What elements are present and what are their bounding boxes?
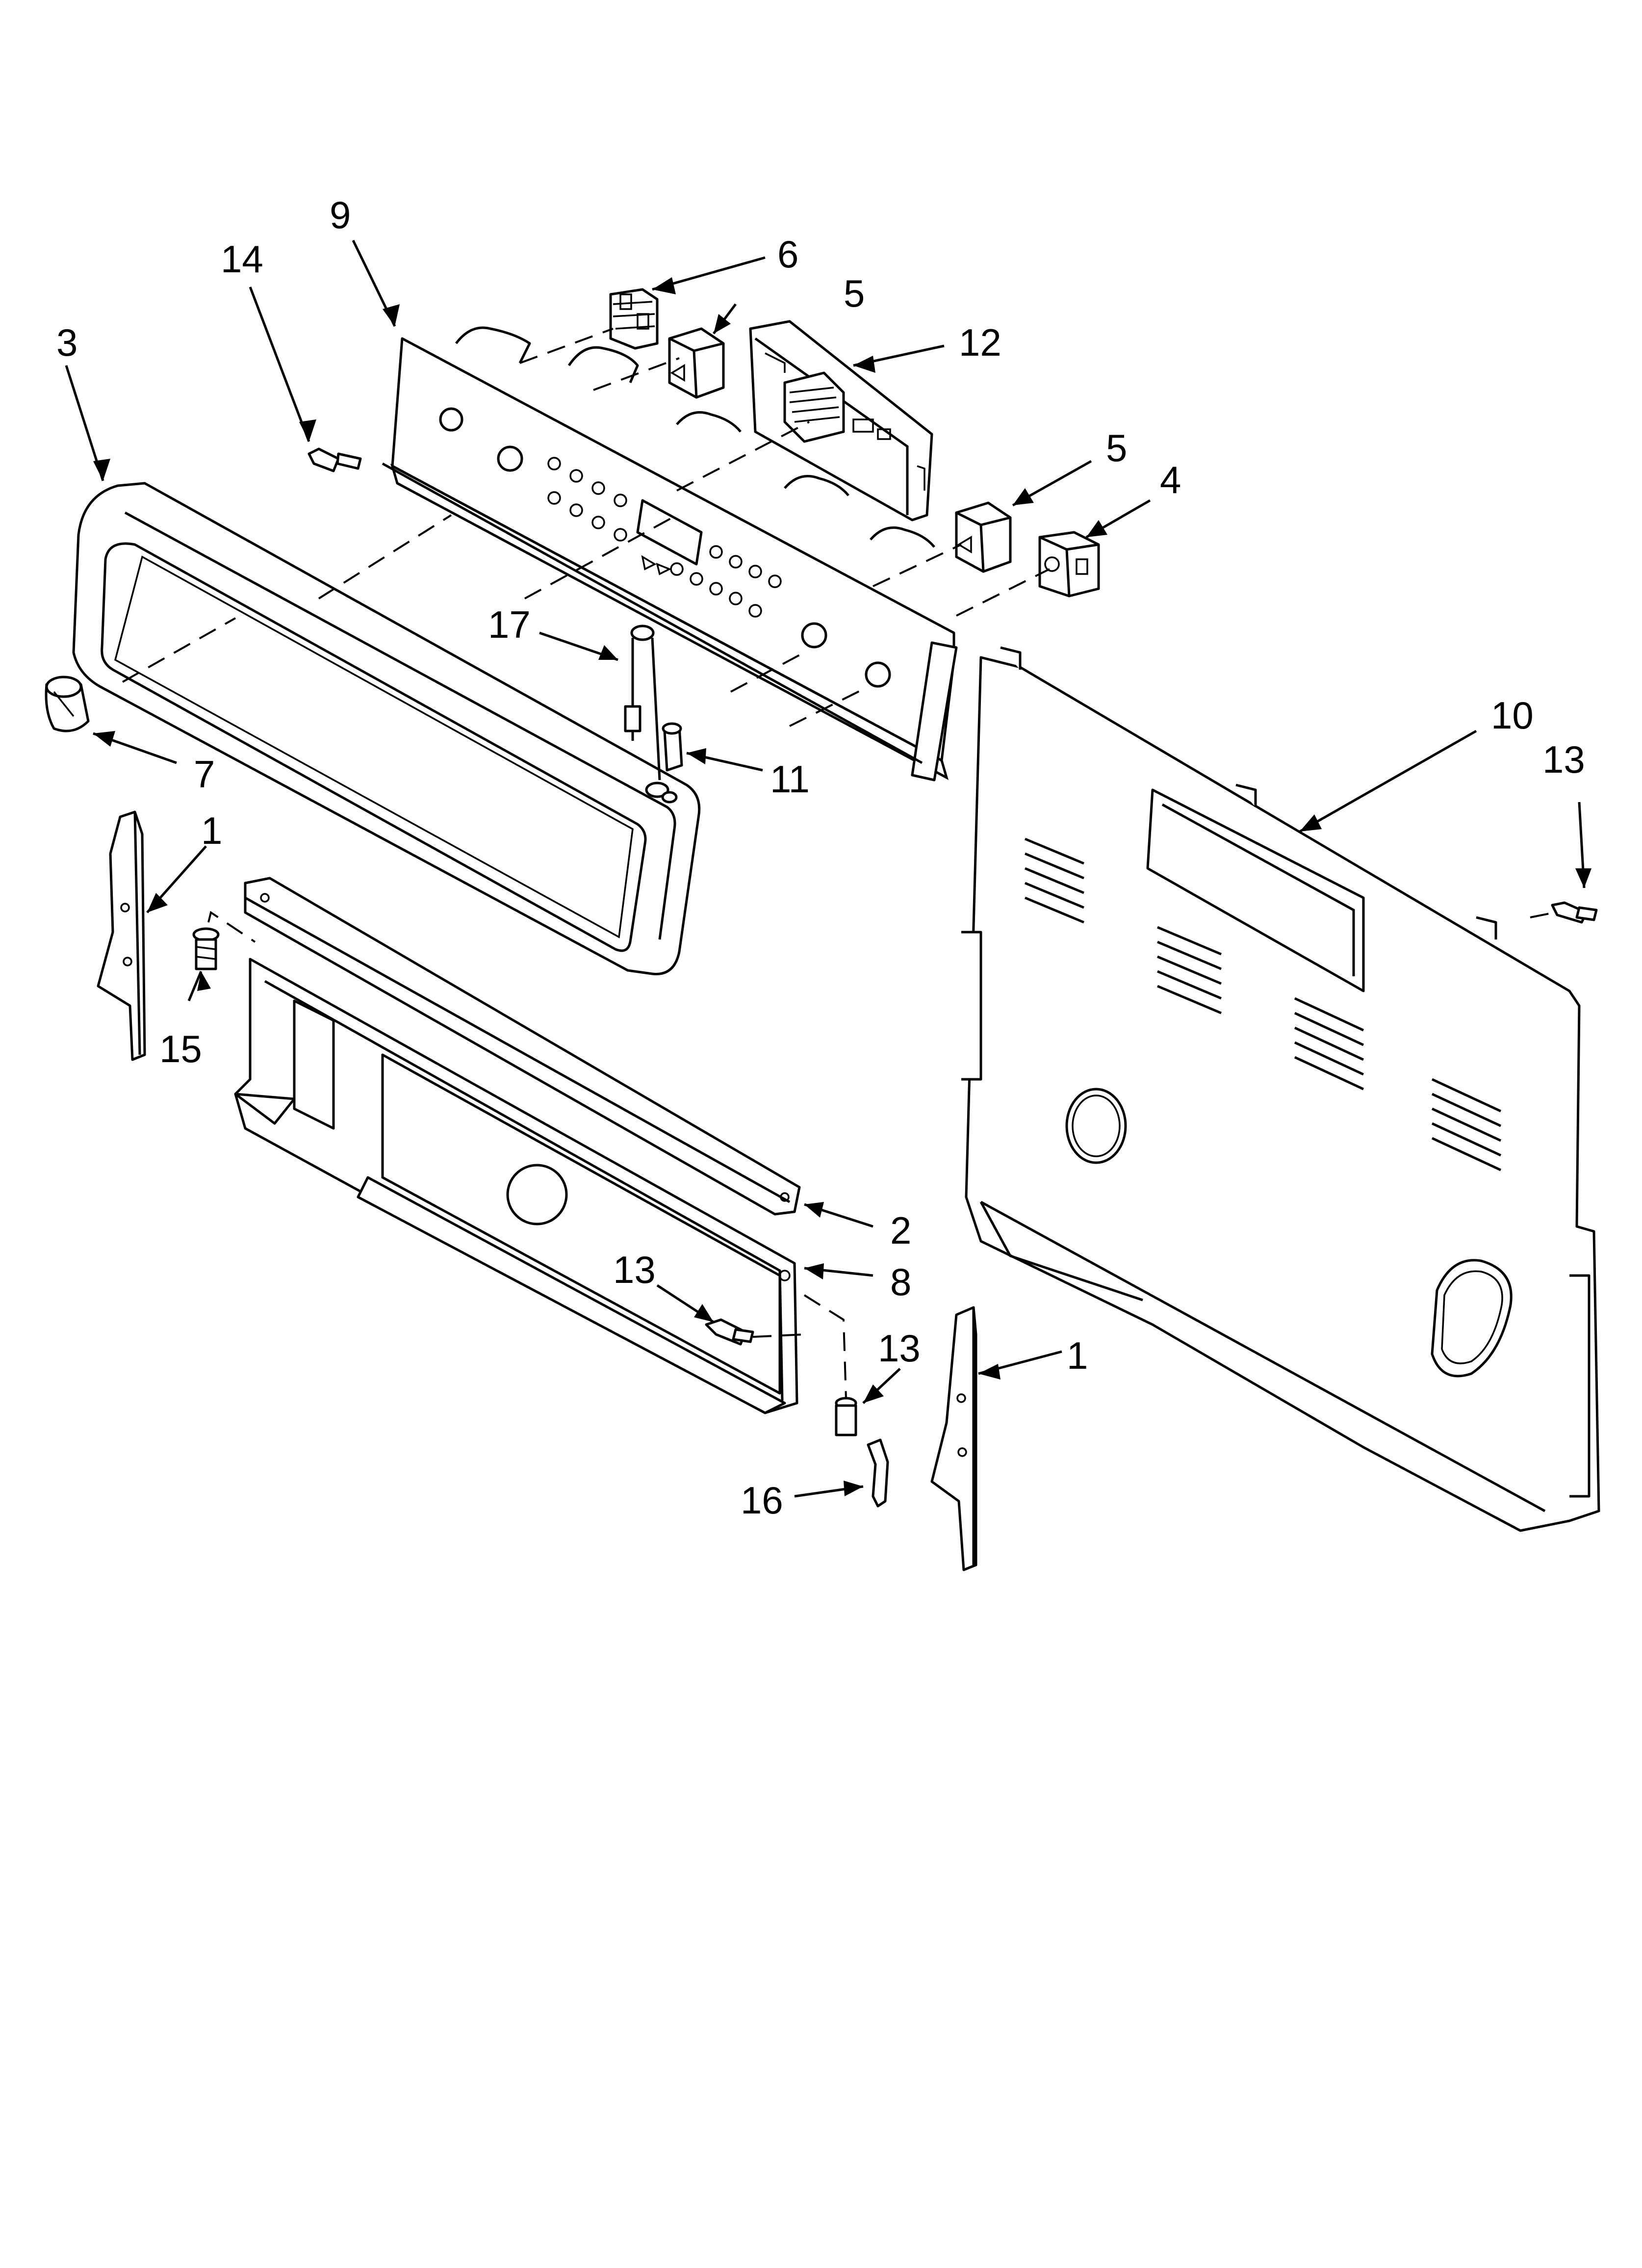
callout-15: 15: [159, 1027, 202, 1070]
side-bracket-left: [97, 810, 146, 1061]
callout-2: 2: [890, 1209, 911, 1252]
callout-13c: 13: [878, 1327, 921, 1370]
screw-13-right: [1551, 901, 1598, 924]
thermal-sensor-wire: [624, 625, 661, 781]
callout-5b: 5: [1106, 426, 1127, 469]
support-bracket: [244, 877, 801, 1216]
indicator-light: [662, 722, 683, 772]
electronic-control-board: [749, 320, 933, 521]
callout-14: 14: [221, 237, 263, 281]
infinite-switch-lower: [955, 501, 1012, 573]
callout-17: 17: [488, 603, 531, 646]
console-trim-frame: [72, 482, 701, 975]
side-bracket-right: [930, 1306, 977, 1571]
callout-labels: 9 14 3 6 5 12 5 4 17 7 11 10 13 1 15 2 8…: [56, 193, 1585, 1522]
screw-14: [308, 447, 362, 472]
callout-leaders: [65, 239, 1591, 1498]
callout-6: 6: [777, 233, 798, 276]
wire-clip: [867, 1438, 889, 1508]
screw-13-lower: [835, 1397, 857, 1436]
callout-5a: 5: [844, 272, 865, 315]
control-panel: [382, 326, 958, 782]
assembly-dashed-lines: [122, 328, 1555, 1399]
callout-13b: 13: [613, 1248, 656, 1291]
callout-3: 3: [56, 321, 77, 364]
callout-16: 16: [741, 1479, 783, 1522]
selector-switch: [609, 288, 659, 350]
screw-15: [192, 927, 220, 970]
callout-1b: 1: [1067, 1334, 1088, 1377]
callout-9: 9: [330, 193, 351, 236]
screw-13-mid: [705, 1318, 754, 1346]
infinite-switch-upper: [668, 327, 725, 399]
callout-11: 11: [770, 757, 810, 801]
rear-panel: [961, 646, 1600, 1532]
callout-7: 7: [194, 753, 215, 796]
callout-13a: 13: [1542, 738, 1585, 781]
callout-10: 10: [1491, 694, 1534, 737]
oven-thermostat: [1038, 531, 1100, 598]
callout-1a: 1: [201, 809, 222, 852]
callout-4: 4: [1160, 458, 1181, 501]
callout-8: 8: [890, 1260, 911, 1303]
lower-access-panel: [234, 958, 798, 1414]
callout-12: 12: [959, 321, 1001, 364]
control-knob: [45, 676, 90, 732]
